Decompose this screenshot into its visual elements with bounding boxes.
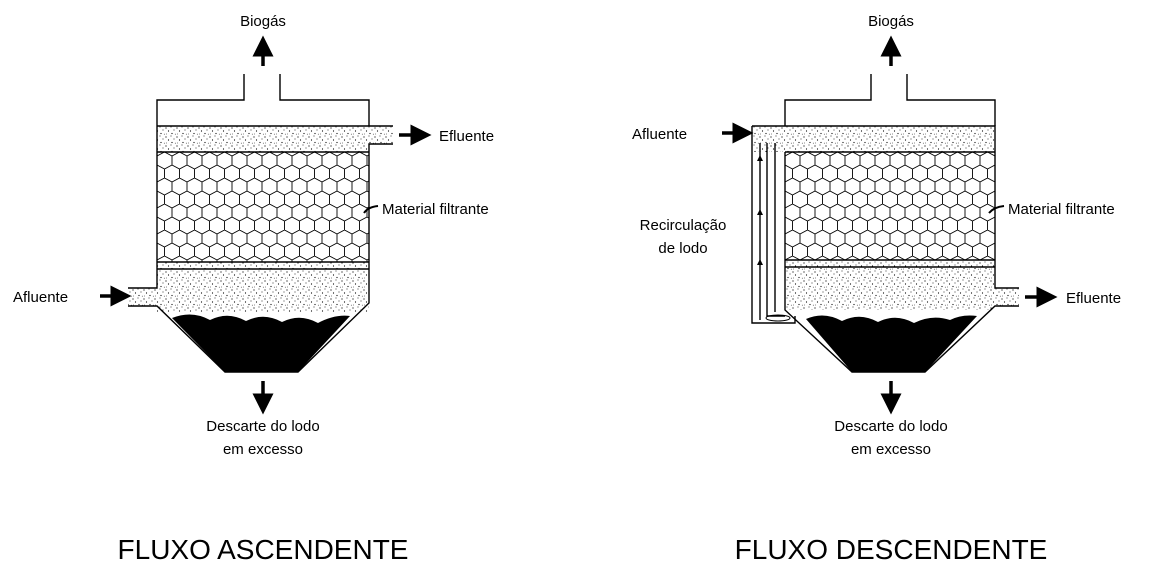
effluent-label: Efluente xyxy=(439,128,494,145)
recirculation-label-line2: de lodo xyxy=(658,240,707,257)
lower-sand-layer-d xyxy=(785,260,995,310)
filter-leader-line xyxy=(363,205,379,214)
descending-title: FLUXO DESCENDENTE xyxy=(735,534,1048,563)
ascending-reactor xyxy=(100,35,432,415)
upper-sand-layer xyxy=(157,126,369,152)
sludge-blanket xyxy=(172,314,350,372)
upper-sand-layer-d xyxy=(752,126,995,152)
influent-label: Afluente xyxy=(13,289,68,306)
recirculation-label-line1: Recirculação xyxy=(640,217,727,234)
filter-material-layer-d xyxy=(785,152,995,260)
discharge-label-line2-d: em excesso xyxy=(851,441,931,458)
discharge-label-line1-d: Descarte do lodo xyxy=(834,418,947,435)
filter-material-label-d: Material filtrante xyxy=(1008,201,1115,218)
discharge-label-line1: Descarte do lodo xyxy=(206,418,319,435)
filter-material-label: Material filtrante xyxy=(382,201,489,218)
biogas-label-d: Biogás xyxy=(868,13,914,30)
lower-sand-layer xyxy=(157,262,369,312)
ascending-title: FLUXO ASCENDENTE xyxy=(118,534,409,563)
sludge-blanket-d xyxy=(806,315,977,372)
influent-label-d: Afluente xyxy=(632,126,687,143)
descending-reactor xyxy=(722,35,1058,415)
effluent-label-d: Efluente xyxy=(1066,290,1121,307)
filter-leader-line-d xyxy=(988,205,1005,214)
biogas-label: Biogás xyxy=(240,13,286,30)
discharge-label-line2: em excesso xyxy=(223,441,303,458)
filter-material-layer xyxy=(157,152,369,262)
